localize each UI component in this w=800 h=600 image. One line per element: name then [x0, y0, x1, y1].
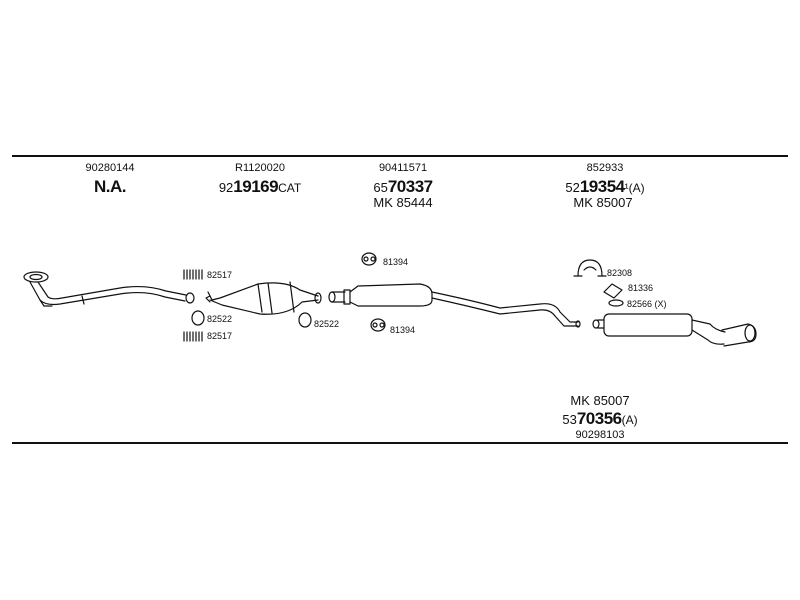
part-number-bottom: 5370356(A)	[530, 410, 670, 427]
rear-silencer	[592, 313, 757, 347]
part-number-col2-suffix: CAT	[278, 181, 302, 195]
part-number-col4-prefix: 52	[565, 180, 580, 195]
seal-ring-icon	[608, 299, 624, 307]
part-label-gasket-2: 82522	[314, 319, 340, 329]
part-number-col2-prefix: 92	[218, 180, 234, 195]
ref-number-col2: R1120020	[235, 162, 285, 174]
ref-number-col4: 852933	[586, 162, 624, 174]
hanger-icon	[603, 283, 623, 299]
part-label-mount-upper: 81394	[383, 257, 409, 267]
gasket-ring-icon-2	[298, 312, 312, 328]
part-label-gasket-1: 82522	[207, 314, 233, 324]
centre-silencer	[328, 283, 581, 328]
part-label-spring-upper: 82517	[207, 270, 233, 280]
part-label-mount-lower: 81394	[390, 325, 416, 335]
part-number-col4: 5219354¹(A)	[535, 178, 675, 195]
part-number-col4-bold: 19354	[579, 177, 625, 196]
rubber-mount-icon-lower	[370, 318, 386, 332]
part-number-col2-bold: 19169	[233, 177, 279, 196]
spring-icon-upper	[183, 269, 203, 280]
ref-number-col1: 90280144	[85, 162, 135, 174]
part-number-col3: 6570337	[348, 178, 458, 195]
ref-number-col3: 90411571	[378, 162, 428, 174]
part-number-col3-prefix: 65	[373, 180, 388, 195]
part-label-seal: 82566 (X)	[627, 299, 667, 309]
front-pipe	[23, 271, 195, 307]
catalytic-converter	[205, 281, 322, 315]
part-number-col3-bold: 70337	[387, 177, 433, 196]
ref-number-bottom: 90298103	[575, 429, 625, 441]
bottom-rule	[12, 442, 788, 444]
mk-number-col3: MK 85444	[373, 195, 433, 210]
part-number-col2: 9219169CAT	[200, 178, 320, 195]
spring-icon-lower	[183, 331, 203, 342]
clamp-icon	[573, 259, 607, 277]
part-number-col4-suffix: ¹(A)	[624, 181, 645, 195]
mk-number-bottom: MK 85007	[570, 393, 630, 408]
part-number-bottom-suffix: (A)	[621, 413, 638, 427]
rubber-mount-icon-upper	[361, 252, 377, 266]
top-rule	[12, 155, 788, 157]
part-label-spring-lower: 82517	[207, 331, 233, 341]
mk-number-col4: MK 85007	[573, 195, 633, 210]
part-number-bottom-bold: 70356	[576, 409, 622, 428]
part-number-col1-bold: N.A.	[94, 177, 127, 196]
part-label-hanger: 81336	[628, 283, 654, 293]
gasket-ring-icon-1	[191, 310, 205, 326]
part-label-clamp: 82308	[607, 268, 633, 278]
part-number-bottom-prefix: 53	[562, 412, 577, 427]
part-number-col1: N.A.	[70, 178, 150, 195]
